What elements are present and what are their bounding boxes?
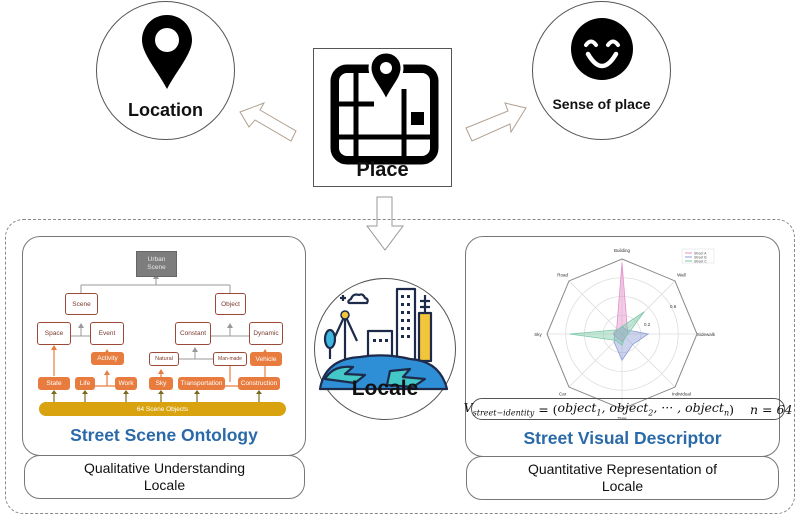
map-with-pin-icon	[330, 50, 439, 165]
node-natural: Natural	[149, 352, 179, 366]
node-64-scene-objects: 64 Scene Objects	[39, 402, 286, 416]
node-sky: Sky	[149, 377, 173, 390]
node-work: Work	[115, 377, 137, 390]
node-scene: Scene	[65, 293, 98, 315]
radar-tick-label: 0.2	[644, 322, 651, 327]
radar-spoke	[568, 280, 623, 335]
radar-series-street-a	[612, 262, 629, 343]
arrow-to-locale	[366, 196, 404, 251]
radar-axis-label: Individual	[672, 391, 691, 396]
location-label: Location	[128, 100, 203, 120]
radar-outer-frame	[546, 258, 698, 410]
street-identity-formula: Vstreet−identity = ( object1, object2, ·…	[464, 398, 792, 420]
node-constant: Constant	[175, 322, 211, 345]
radar-series-street-b	[613, 325, 650, 362]
radar-axis-label: Sky	[534, 332, 542, 337]
arrow-to-sense-of-place	[465, 102, 527, 142]
place-box: Place	[313, 48, 452, 187]
formula-lhs: Vstreet−identity	[463, 400, 535, 418]
map-pin-icon	[142, 15, 192, 89]
ontology-title: Street Scene Ontology	[70, 425, 258, 445]
node-space: Space	[37, 322, 71, 345]
radar-axis-label: Car	[559, 391, 567, 396]
node-event: Event	[90, 322, 124, 345]
radar-axis-label: Wall	[677, 273, 686, 278]
node-life: Life	[75, 377, 95, 390]
radar-axis-label: Tree	[617, 416, 627, 421]
node-man-made: Man-made	[213, 352, 247, 366]
descriptor-title: Street Visual Descriptor	[523, 428, 722, 448]
node-activity: Activity	[91, 352, 124, 365]
node-vehicle: Vehicle	[250, 352, 282, 366]
node-object: Object	[215, 293, 246, 315]
arrow-to-location	[239, 102, 297, 142]
radar-axis-label: Road	[557, 273, 568, 278]
radar-legend-label: Street C	[694, 260, 707, 264]
formula-n: n = 64	[750, 401, 793, 417]
radar-axis-label: Sidewalk	[697, 332, 716, 337]
locale-circle: Locale	[314, 278, 456, 420]
quantitative-caption: Quantitative Representation of Locale	[466, 456, 779, 500]
node-state: State	[38, 377, 70, 390]
location-circle: Location	[96, 1, 235, 140]
smiley-face-icon	[571, 18, 633, 80]
qualitative-caption: Qualitative Understanding Locale	[24, 455, 305, 499]
locale-container	[5, 219, 795, 514]
radar-spoke	[621, 333, 676, 388]
radar-legend-label: Street B	[694, 256, 707, 260]
sense-of-place-label: Sense of place	[552, 96, 651, 112]
node-construction: Construction	[238, 377, 280, 390]
city-landscape-icon	[318, 287, 449, 391]
radar-axis-label: Building	[614, 248, 631, 253]
radar-series-street-c	[569, 311, 645, 346]
radar-legend-label: Street A	[694, 252, 707, 256]
radar-spoke	[621, 280, 676, 335]
radar-tick-label: 0.6	[670, 304, 677, 309]
node-transportation: Transportation	[178, 377, 225, 390]
place-label: Place	[356, 159, 409, 181]
formula-rhs: = (	[534, 401, 558, 417]
radar-spoke	[568, 333, 623, 388]
locale-label: Locale	[351, 377, 419, 400]
node-dynamic: Dynamic	[249, 322, 283, 345]
sense-of-place-circle: Sense of place	[532, 1, 671, 140]
